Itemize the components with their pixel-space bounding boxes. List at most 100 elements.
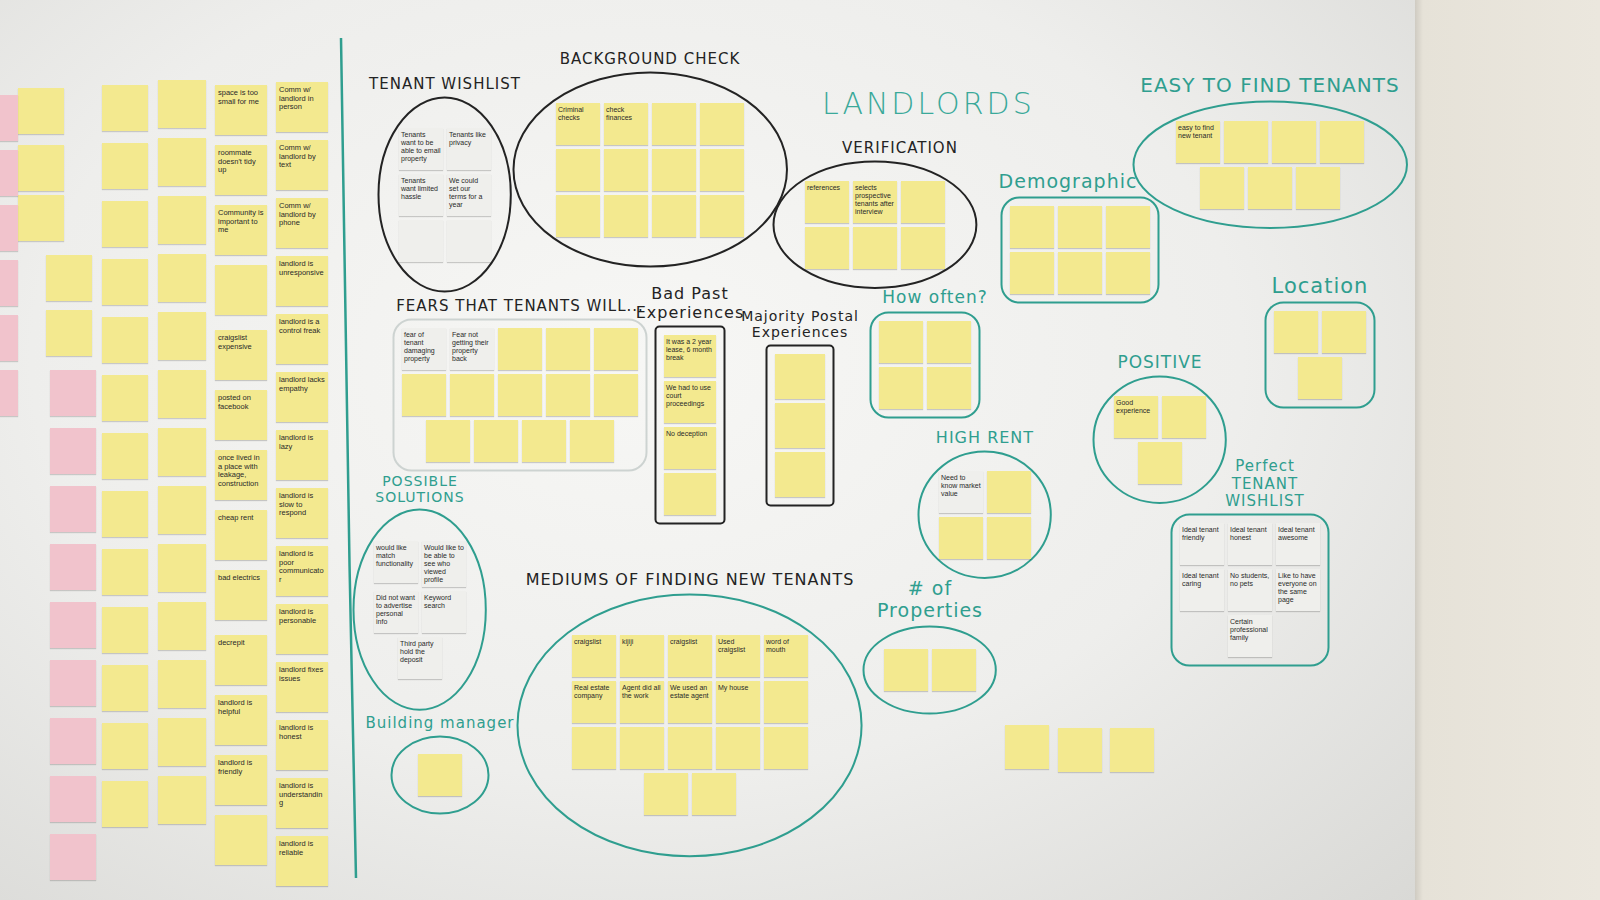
sticky-note: Community is important to me	[215, 205, 267, 255]
blank-sticky-note	[158, 486, 206, 534]
sticky-note: landlord is a control freak	[276, 314, 328, 364]
cluster-heading: How often?	[882, 288, 988, 308]
cluster-notes: Need to know market value	[939, 471, 1031, 559]
cluster-notes: Good experience	[1114, 396, 1206, 484]
sticky-note: landlord is friendly	[215, 755, 267, 805]
sticky-note: Ideal tenant caring	[1180, 569, 1224, 611]
cluster-heading: FEARS THAT TENANTS WILL...	[396, 298, 644, 315]
sticky-note: kijiji	[620, 635, 664, 677]
sticky-note: craigslist	[668, 635, 712, 677]
note-text: would like match functionality	[376, 544, 416, 568]
note-text: landlord is friendly	[218, 759, 264, 776]
cluster-border-shape	[656, 327, 725, 524]
blank-sticky-note	[0, 260, 18, 306]
blank-sticky-note	[1005, 725, 1049, 769]
cluster-heading: BACKGROUND CHECK	[560, 51, 741, 68]
blank-sticky-note	[1200, 167, 1244, 209]
blank-sticky-note	[498, 328, 542, 370]
cluster-outline: TENANT WISHLISTTenants want to be able t…	[377, 96, 512, 293]
cluster-border-shape	[1094, 377, 1226, 503]
cluster-border-shape	[513, 73, 786, 267]
note-text: cheap rent	[218, 514, 264, 523]
note-text: kijiji	[622, 638, 662, 646]
blank-sticky-note	[50, 660, 96, 706]
blank-sticky-note	[474, 420, 518, 462]
cluster-border-shape	[379, 98, 511, 292]
blank-sticky-note	[604, 195, 648, 237]
note-text: fear of tenant damaging property	[404, 331, 444, 363]
note-text: Tenants want limited hassle	[401, 177, 441, 201]
cluster-outline: Bad Past ExperiencesIt was a 2 year leas…	[654, 325, 726, 525]
blank-sticky-note	[1322, 311, 1366, 353]
note-text: Fear not getting their property back	[452, 331, 492, 363]
cluster-border	[516, 593, 863, 858]
blank-sticky-note	[102, 549, 148, 595]
wall	[1415, 0, 1600, 900]
blank-sticky-note	[652, 149, 696, 191]
blank-sticky-note	[556, 195, 600, 237]
note-text: Tenants like privacy	[449, 131, 489, 147]
sticky-note: Like to have everyone on the same page	[1276, 569, 1320, 611]
cluster-notes: It was a 2 year lease, 6 month breakWe h…	[664, 335, 716, 515]
sticky-note: cheap rent	[215, 510, 267, 560]
blank-sticky-note	[1010, 206, 1054, 248]
blank-sticky-note	[1010, 252, 1054, 294]
cluster-border-shape	[1172, 515, 1329, 666]
blank-sticky-note	[1224, 121, 1268, 163]
sticky-note: landlord is honest	[276, 720, 328, 770]
blank-sticky-note	[50, 370, 96, 416]
blank-sticky-note	[652, 195, 696, 237]
note-text: word of mouth	[766, 638, 806, 654]
note-text: craigslist	[574, 638, 614, 646]
cluster-outline: MEDIUMS OF FINDING NEW TENANTScraigslist…	[516, 593, 863, 858]
blank-sticky-note	[700, 103, 744, 145]
blank-sticky-note	[498, 374, 542, 416]
blank-sticky-note	[102, 375, 148, 421]
cluster-border-shape	[1002, 198, 1159, 303]
blank-sticky-note	[18, 145, 64, 191]
cluster-notes	[775, 354, 825, 497]
blank-sticky-note	[50, 834, 96, 880]
blank-sticky-note	[604, 149, 648, 191]
cluster-outline: HIGH RENTNeed to know market value	[917, 450, 1052, 579]
sticky-note: landlord is poor communicator	[276, 546, 328, 596]
note-text: Used craigslist	[718, 638, 758, 654]
blank-sticky-note	[572, 727, 616, 769]
sticky-note: bad electrics	[215, 570, 267, 620]
note-text: bad electrics	[218, 574, 264, 583]
note-text: landlord is a control freak	[279, 318, 325, 335]
note-text: landlord fixes issues	[279, 666, 325, 683]
note-text: Certain professional family	[1230, 618, 1270, 642]
note-text: Comm w/ landlord in person	[279, 86, 325, 112]
note-text: Ideal tenant caring	[1182, 572, 1222, 588]
cluster-border-shape	[871, 313, 980, 418]
blank-sticky-note	[987, 517, 1031, 559]
sticky-note: Ideal tenant awesome	[1276, 523, 1320, 565]
cluster-heading: TENANT WISHLIST	[369, 76, 521, 93]
sticky-note: easy to find new tenant	[1176, 121, 1220, 163]
note-text: Third party hold the deposit	[400, 640, 440, 664]
cluster-border	[1132, 100, 1408, 229]
cluster-outline: BACKGROUND CHECKCriminal checkscheck fin…	[512, 71, 788, 268]
cluster-heading: HIGH RENT	[936, 429, 1034, 447]
blank-sticky-note	[158, 718, 206, 766]
blank-sticky-note	[102, 607, 148, 653]
blank-sticky-note	[805, 227, 849, 269]
sticky-note: Fear not getting their property back	[450, 328, 494, 370]
sticky-note: Tenants want to be able to email propert…	[399, 128, 443, 170]
cluster-border-shape	[919, 452, 1051, 578]
blank-sticky-note	[402, 374, 446, 416]
blank-sticky-note	[1058, 252, 1102, 294]
sticky-note: Third party hold the deposit	[398, 637, 442, 679]
blank-sticky-note	[546, 374, 590, 416]
cluster-notes: Criminal checkscheck finances	[556, 103, 744, 237]
note-text: No students, no pets	[1230, 572, 1270, 588]
cluster-notes	[879, 321, 971, 409]
sticky-note: landlord is understanding	[276, 778, 328, 828]
blank-sticky-note	[158, 196, 206, 244]
blank-sticky-note	[50, 718, 96, 764]
blank-sticky-note	[853, 227, 897, 269]
sticky-note: No deception	[664, 427, 716, 469]
sticky-note: selects prospective tenants after interv…	[853, 181, 897, 223]
